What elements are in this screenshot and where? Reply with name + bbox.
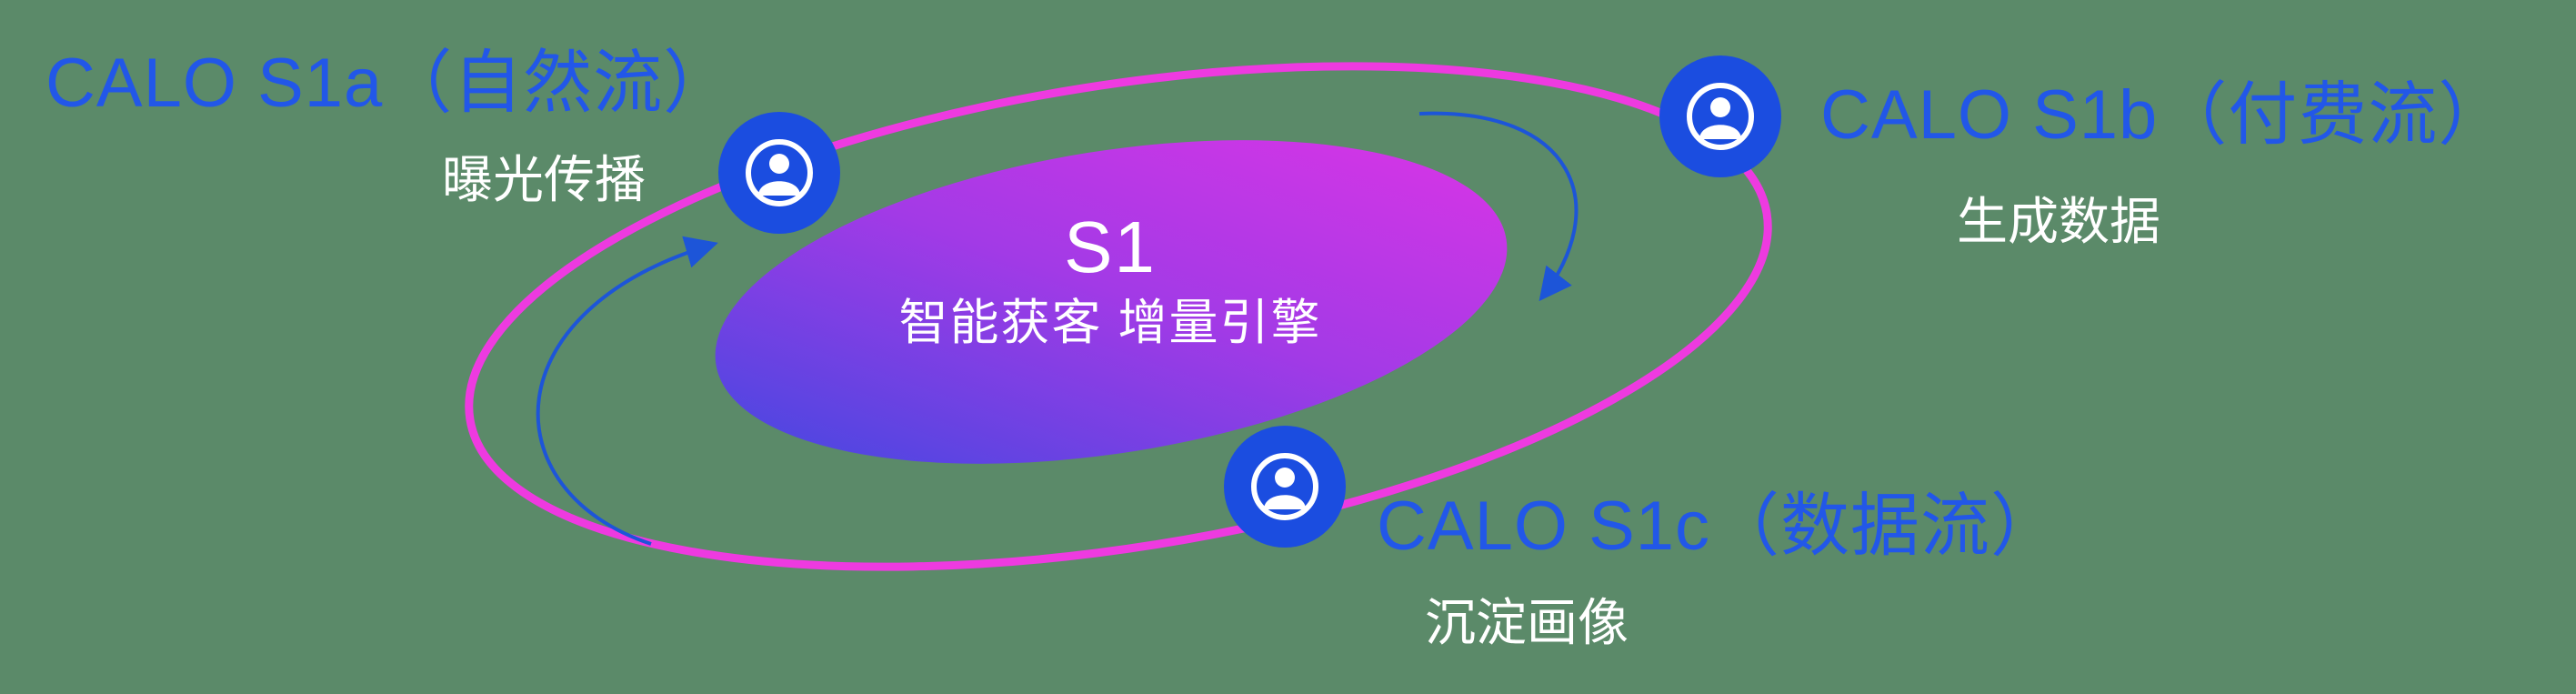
orbit-ring [465, 62, 1772, 571]
node-s1b-subtitle: 生成数据 [1957, 193, 2160, 250]
node-s1c-subtitle: 沉淀画像 [1425, 594, 1629, 651]
node-s1b-title: CALO S1b（付费流） [1820, 76, 2509, 154]
core-subtitle: 智能获客 增量引擎 [898, 296, 1322, 350]
user-icon [718, 112, 840, 234]
core-ellipse [715, 140, 1508, 464]
user-icon [1659, 55, 1781, 177]
node-s1c-title: CALO S1c（数据流） [1377, 488, 2061, 565]
core-text: S1 智能获客 增量引擎 [898, 207, 1321, 350]
flow-arrow-left [536, 236, 718, 546]
flow-arrow-right [1418, 111, 1579, 302]
user-icon [1224, 426, 1346, 548]
node-s1a-subtitle: 曝光传播 [442, 151, 646, 208]
core-title: S1 [1064, 206, 1157, 287]
node-s1a-title: CALO S1a（自然流） [45, 45, 734, 122]
